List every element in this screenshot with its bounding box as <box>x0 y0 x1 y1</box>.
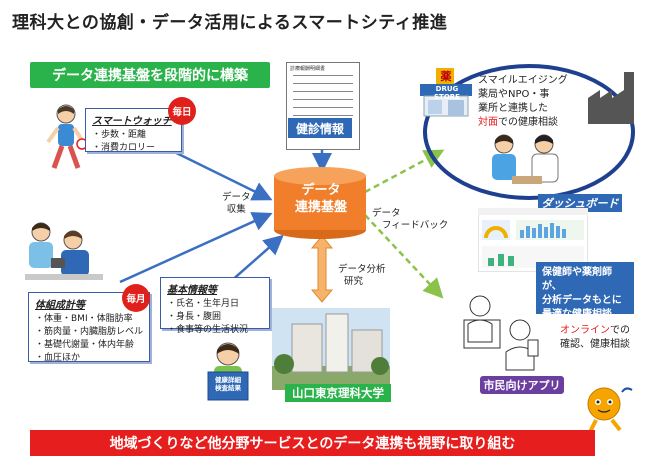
drugstore-desc-line-3: 業所と連携した <box>478 103 548 114</box>
advice-line-1: 保健師や薬剤師が、 <box>542 267 612 292</box>
citizen-app-label: 市民向けアプリ <box>480 376 564 394</box>
booklet-line-1: 健康詳細 <box>215 376 241 384</box>
person-with-booklet-illustration <box>207 342 249 401</box>
drugstore-desc-line-4: 対面での健康相談 <box>478 116 590 130</box>
form-title: 診療報酬明細書 <box>290 66 326 72</box>
smartwatch-card: スマートウォッチ ・歩数・距離 ・消費カロリー <box>85 108 182 155</box>
consultation-text: での健康相談 <box>498 117 558 128</box>
online-consultation-illustration <box>463 295 539 371</box>
booklet-text: 健康詳細 検査結果 <box>210 376 246 392</box>
bottom-banner: 地域づくりなど他分野サービスとのデータ連携も視野に取り組む <box>30 430 595 456</box>
drugstore-icon <box>420 68 472 117</box>
consultation-ellipse <box>423 64 635 200</box>
body-scale-item: ・血圧ほか <box>35 353 81 363</box>
basic-info-item: ・身長・腹囲 <box>167 312 222 322</box>
drugstore-sign: DRUG STORE <box>434 85 460 101</box>
data-collection-label: データ 収集 <box>222 192 251 216</box>
analysis-line-2: 研究 <box>344 276 364 287</box>
advice-line-2: 分析データもとに <box>542 295 622 306</box>
online-line-1: オンラインでの <box>560 324 630 338</box>
basic-info-item: ・氏名・生年月日 <box>167 299 240 309</box>
arrow-feedback-app <box>364 214 444 299</box>
smartwatch-item: ・歩数・距離 <box>92 130 147 140</box>
walking-person-illustration <box>46 104 88 169</box>
university-building-photo <box>272 308 390 390</box>
platform-label-line-2: 連携基盤 <box>294 200 347 215</box>
smartwatch-title: スマートウォッチ <box>92 116 172 127</box>
advice-box: 保健師や薬剤師が、 分析データもとに 最適な健康相談 <box>536 262 634 320</box>
data-feedback-label: データ フィードバック <box>372 208 448 232</box>
advice-line-3: 最適な健康相談 <box>542 309 612 320</box>
body-scale-item: ・体重・BMI・体脂肪率 <box>35 314 133 324</box>
monthly-badge: 毎月 <box>122 284 150 312</box>
collection-line-1: データ <box>222 192 251 203</box>
smartwatch-item: ・消費カロリー <box>92 143 156 153</box>
drugstore-desc-line-1: スマイルエイジング <box>478 75 568 86</box>
university-label: 山口東京理科大学 <box>285 384 391 402</box>
pharmacist-consultation-illustration <box>492 134 559 184</box>
data-platform-label: データ 連携基盤 <box>276 182 366 216</box>
online-line-2: 確認、健康相談 <box>560 339 630 350</box>
data-platform-cylinder <box>274 167 366 239</box>
arrow-feedback-drugstore <box>364 149 445 194</box>
drugstore-kanji: 薬 <box>440 70 452 83</box>
feedback-line-2: フィードバック <box>382 220 449 231</box>
body-scale-item: ・基礎代謝量・体内年齢 <box>35 340 135 350</box>
basic-info-title: 基本情報等 <box>167 285 217 296</box>
basic-info-card: 基本情報等 ・氏名・生年月日 ・身長・腹囲 ・食事等の生活状況 <box>160 277 270 335</box>
body-scale-title: 体組成計等 <box>35 300 85 311</box>
drugstore-description: スマイルエイジング 薬局やNPO・事 業所と連携した 対面での健康相談 <box>478 74 590 130</box>
online-tail: での <box>610 325 630 336</box>
online-consultation-text: オンラインでの 確認、健康相談 <box>560 324 630 352</box>
mascot-character-illustration <box>587 387 633 433</box>
arrow-analysis-double <box>310 235 334 303</box>
platform-label-line-1: データ <box>301 183 341 198</box>
checkup-label: 健診情報 <box>288 118 352 138</box>
factory-icon <box>588 72 634 124</box>
arrow-scale-to-platform <box>119 212 273 284</box>
body-scale-items: ・体重・BMI・体脂肪率 ・筋肉量・内臓脂肪レベル ・基礎代謝量・体内年齢 ・血… <box>29 313 149 365</box>
analysis-line-1: データ分析 <box>338 264 386 275</box>
basic-info-items: ・氏名・生年月日 ・身長・腹囲 ・食事等の生活状況 <box>161 298 269 337</box>
collection-line-2: 収集 <box>226 204 246 215</box>
smartwatch-items: ・歩数・距離 ・消費カロリー <box>86 129 181 155</box>
data-analysis-label: データ分析 研究 <box>338 264 386 288</box>
body-scale-item: ・筋肉量・内臓脂肪レベル <box>35 327 144 337</box>
daily-badge: 毎日 <box>168 97 196 125</box>
basic-info-item: ・食事等の生活状況 <box>167 325 249 335</box>
page-title: 理科大との協創・データ活用によるスマートシティ推進 <box>12 13 448 33</box>
measuring-person-illustration <box>25 222 103 280</box>
arrow-basicinfo-to-platform <box>229 234 284 283</box>
phase-banner: データ連携基盤を段階的に構築 <box>30 62 270 88</box>
drugstore-desc-line-2: 薬局やNPO・事 <box>478 89 550 100</box>
face-to-face-text: 対面 <box>478 117 498 128</box>
feedback-line-1: データ <box>372 208 401 219</box>
online-word: オンライン <box>560 325 610 336</box>
booklet-line-2: 検査結果 <box>215 384 241 392</box>
